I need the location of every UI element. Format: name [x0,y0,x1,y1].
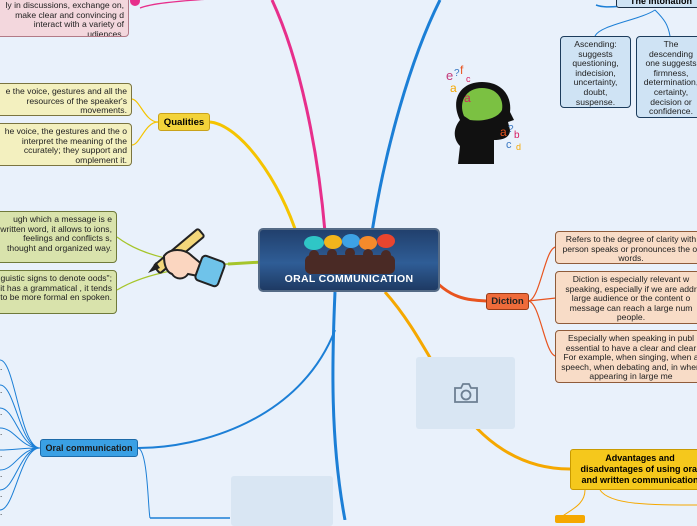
oral-item[interactable]: . [0,428,3,437]
branch-diction[interactable]: Diction [486,293,529,310]
connector-diction-3 [527,300,557,357]
connector-diction-2 [527,297,557,302]
note-written-1[interactable]: ugh which a message is e written word, i… [0,211,117,263]
camera-icon [453,383,478,403]
connector-green [227,260,263,266]
branch-advantages[interactable]: Advantages and disadvantages of using or… [570,449,697,490]
note-diction-3[interactable]: Especially when speaking in publ essenti… [555,330,697,383]
connector-qual-2 [131,121,159,146]
connector-oral [137,329,336,449]
oral-item[interactable]: . [0,490,3,499]
svg-text:a: a [464,91,471,105]
branch-intonation[interactable]: The intonation [616,0,697,8]
connector-pink-2 [139,0,205,9]
svg-text:a: a [450,81,457,95]
svg-text:c: c [506,139,512,151]
connector-adv-down [559,489,697,519]
connector-ascending [594,9,656,37]
connector-descending [654,9,671,37]
oral-item[interactable]: . [0,470,3,479]
svg-text:b: b [514,130,520,141]
oral-item[interactable]: . [0,363,3,372]
connector-pink [270,0,327,233]
connector-blue-top [370,0,442,233]
oral-item[interactable]: . [0,508,3,517]
svg-text:e: e [446,68,453,83]
branch-qualities[interactable]: Qualities [158,113,210,131]
center-node[interactable]: ORAL COMMUNICATION [258,228,440,292]
oral-item[interactable]: . [0,450,3,459]
svg-text:?: ? [454,68,460,79]
oral-item[interactable]: . [0,408,3,417]
people-speech-icon [304,234,395,274]
note-diction-2[interactable]: Diction is especially relevant w speakin… [555,271,697,324]
svg-text:?: ? [508,124,514,135]
oral-item[interactable]: . [0,386,3,395]
connector-oral-right [137,447,151,519]
connector-blue-down [331,291,347,520]
svg-text:d: d [516,142,521,152]
svg-text:c: c [466,74,471,84]
svg-text:f: f [460,63,464,77]
note-qualities-2[interactable]: he voice, the gestures and the o interpr… [0,123,132,166]
connector-qual-1 [131,98,159,123]
note-written-2[interactable]: guistic signs to denote oods"; it has a … [0,270,117,314]
advantages-child-stub[interactable] [555,515,585,523]
image-placeholder-bottom[interactable] [231,476,333,526]
hand-pencil-icon [148,228,226,288]
note-descending[interactable]: The descending one suggests firmness, de… [636,36,697,118]
pink-branch-dot [130,0,140,6]
connector-qualities [209,120,300,239]
image-placeholder-right[interactable] [416,357,515,429]
thinking-head-icon: e ? f c a a a ? b c d [446,63,521,164]
note-diction-1[interactable]: Refers to the degree of clarity with per… [555,231,697,264]
connector-diction-1 [527,246,557,302]
center-title: ORAL COMMUNICATION [284,273,414,285]
connector-oral-items [0,359,41,511]
branch-oral-communication[interactable]: Oral communication [40,439,138,457]
note-ascending[interactable]: Ascending: suggests questioning, indecis… [560,36,631,108]
note-qualities-1[interactable]: e the voice, gestures and all the resour… [0,83,132,116]
note-pink-top[interactable]: ly in discussions, exchange on, make cle… [0,0,129,37]
svg-text:a: a [500,125,507,139]
